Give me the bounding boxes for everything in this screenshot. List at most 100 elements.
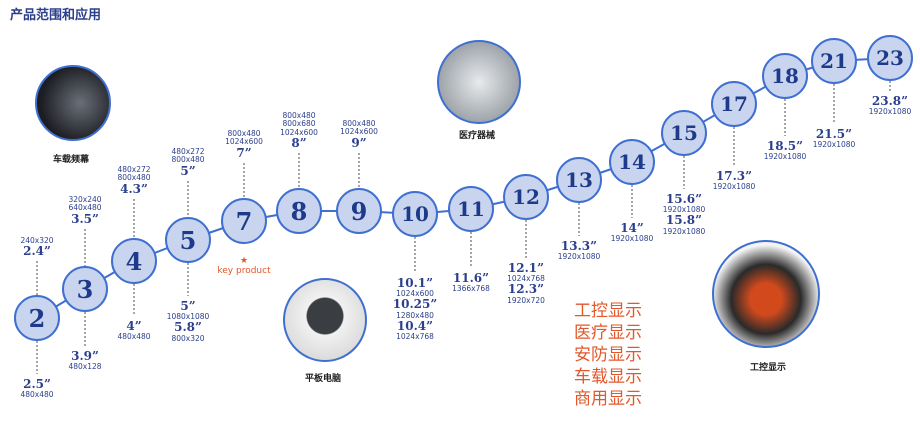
spec-group-below: 18.5”1920x1080	[764, 139, 807, 161]
size-label: 5.8”	[174, 320, 202, 335]
star-icon: ★	[239, 256, 249, 266]
size-label: 10.25”	[392, 297, 438, 312]
spec-group-below: 2.5”480x480	[20, 377, 54, 400]
medical-device-image	[437, 40, 521, 124]
resolution-label: 1920x1080	[662, 226, 706, 236]
size-node-23: 23	[867, 35, 913, 81]
industrial-pc-image	[712, 240, 820, 348]
size-label: 11.6”	[452, 271, 490, 285]
size-label: 10.4”	[396, 318, 434, 333]
resolution-label: 640x480	[68, 203, 102, 213]
size-label: 3.5”	[71, 211, 99, 226]
key-product-marker: ★key product	[217, 256, 270, 276]
resolution-label: 1920x1080	[812, 140, 856, 150]
size-node-4: 4	[111, 238, 157, 284]
application-item: 医疗显示	[574, 323, 642, 343]
resolution-label: 480x480	[20, 390, 54, 400]
resolution-label: 1024x768	[396, 332, 434, 342]
size-node-10: 10	[392, 191, 438, 237]
tablet-caption: 平板电脑	[304, 374, 342, 384]
size-node-18: 18	[762, 53, 808, 99]
application-item: 车载显示	[574, 367, 642, 387]
size-label: 10.1”	[396, 276, 434, 290]
resolution-label: 1920x1080	[868, 107, 912, 117]
resolution-label: 1366x768	[452, 284, 490, 294]
medical-device-caption: 医疗器械	[458, 131, 496, 141]
size-label: 13.3”	[560, 239, 598, 253]
spec-group-below: 21.5”1920x1080	[812, 127, 856, 150]
size-node-11: 11	[448, 186, 494, 232]
resolution-label: 480x480	[117, 332, 151, 342]
page-title: 产品范围和应用	[10, 8, 102, 23]
car-display-image	[35, 65, 111, 141]
resolution-label: 1024x600	[280, 127, 318, 137]
resolution-label: 480x272	[171, 147, 205, 156]
resolution-label: 800x680	[282, 119, 316, 129]
size-label: 12.1”	[507, 261, 545, 275]
size-label: 3.9”	[71, 349, 99, 363]
spec-group-below: 23.8”1920x1080	[868, 94, 912, 117]
size-node-7: 7	[221, 198, 267, 244]
size-label: 5”	[180, 299, 196, 313]
key-product-label: key product	[217, 266, 271, 276]
resolution-label: 480x128	[68, 362, 102, 372]
resolution-label: 1024x600	[340, 127, 378, 137]
resolution-label: 1024x768	[507, 274, 545, 284]
resolution-label: 1920x1080	[712, 182, 756, 192]
size-node-14: 14	[609, 139, 655, 185]
size-node-12: 12	[503, 174, 549, 220]
spec-group-below: 3.9”480x128	[68, 349, 102, 372]
spec-group-below: 13.3”1920x1080	[557, 239, 601, 262]
resolution-label: 320x240	[68, 195, 102, 204]
industrial-pc-caption: 工控显示	[749, 363, 787, 373]
resolution-label: 800x480	[342, 119, 376, 128]
size-label: 5”	[180, 163, 196, 178]
resolution-label: 800x480	[282, 111, 316, 120]
size-label: 21.5”	[815, 127, 853, 141]
size-node-5: 5	[165, 217, 211, 263]
resolution-label: 1024x600	[225, 137, 263, 147]
resolution-label: 1920x720	[507, 295, 545, 305]
size-label: 9”	[351, 135, 367, 150]
tablet-image	[283, 278, 367, 362]
spec-group-below: 11.6”1366x768	[452, 271, 490, 294]
size-node-15: 15	[661, 110, 707, 156]
resolution-label: 800x480	[171, 155, 205, 165]
resolution-label: 800x320	[171, 333, 205, 343]
resolution-label: 800x480	[117, 173, 151, 183]
application-item: 安防显示	[574, 345, 642, 365]
size-label: 4”	[126, 319, 142, 333]
size-node-13: 13	[556, 157, 602, 203]
size-label: 7”	[236, 145, 252, 160]
size-node-8: 8	[276, 188, 322, 234]
resolution-label: 240x320	[20, 236, 54, 245]
resolution-label: 1080x1080	[166, 312, 210, 322]
size-label: 15.8”	[665, 213, 703, 228]
size-label: 2.5”	[23, 377, 51, 391]
size-label: 2.4”	[23, 244, 51, 259]
size-label: 14”	[620, 221, 644, 235]
size-label: 8”	[291, 135, 307, 150]
size-node-2: 2	[14, 295, 60, 341]
size-node-21: 21	[811, 38, 857, 84]
application-item: 工控显示	[574, 301, 642, 321]
resolution-label: 1920x1080	[557, 252, 601, 262]
size-node-3: 3	[62, 266, 108, 312]
size-node-17: 17	[711, 81, 757, 127]
size-label: 18.5”	[766, 139, 804, 153]
size-node-9: 9	[336, 188, 382, 234]
resolution-label: 1280x480	[396, 310, 434, 320]
spec-group-below: 17.3”1920x1080	[712, 169, 756, 192]
size-label: 17.3”	[715, 169, 753, 183]
application-list: 工控显示 医疗显示 安防显示 车载显示 商用显示	[574, 300, 642, 410]
spec-group-below: 4”480x480	[117, 319, 151, 342]
